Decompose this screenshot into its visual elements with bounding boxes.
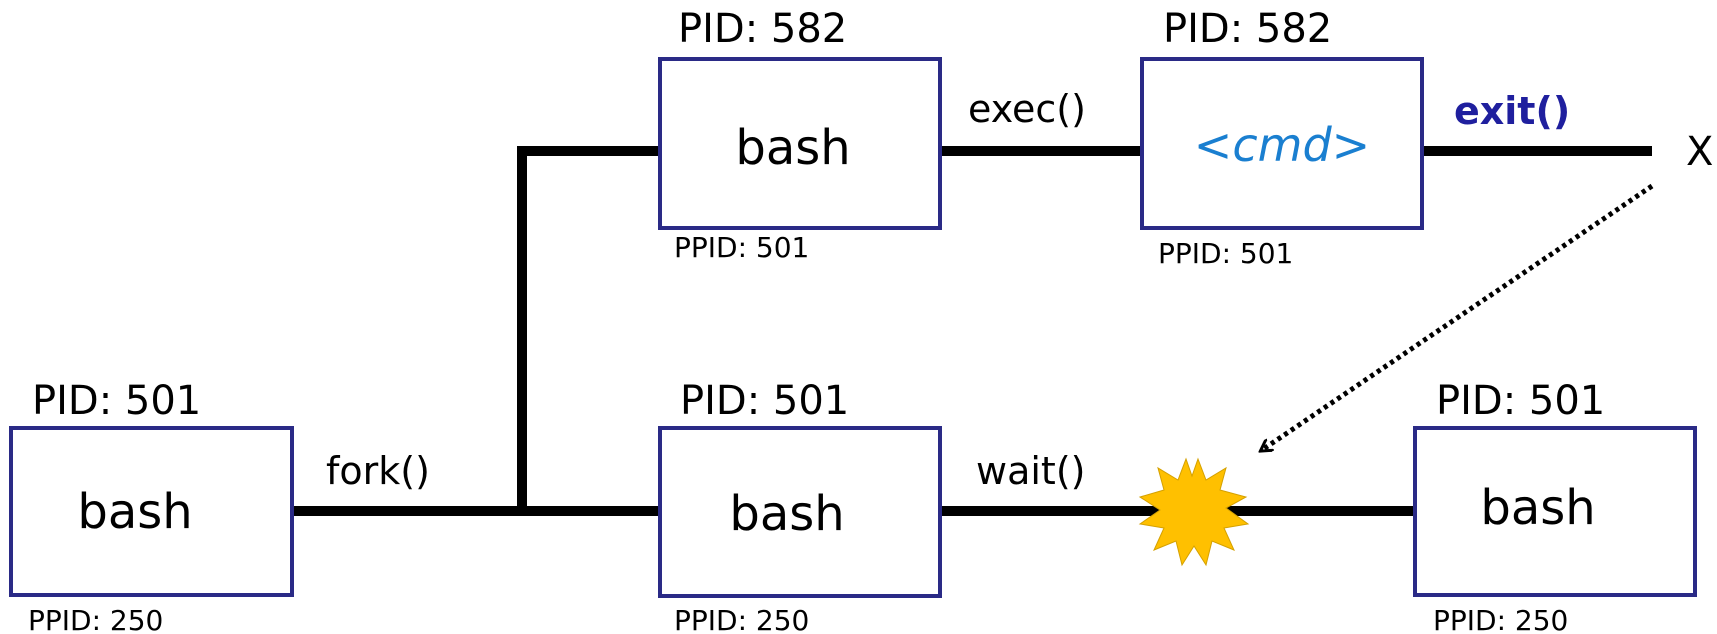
pid-label: PID: 501 <box>1436 378 1605 424</box>
fork-call-label: fork() <box>326 449 430 493</box>
process-box <box>1413 426 1697 597</box>
process-parent-resumed: PID: 501 bash PPID: 250 <box>1413 378 1697 634</box>
process-parent-wait: PID: 501 bash PPID: 250 <box>658 378 942 634</box>
ppid-label: PPID: 501 <box>1158 237 1293 270</box>
exec-call-label: exec() <box>968 87 1086 131</box>
process-box <box>658 426 942 598</box>
sigchld-arrow <box>1262 183 1654 450</box>
ppid-label: PPID: 501 <box>674 231 809 264</box>
process-name: bash <box>77 484 192 540</box>
process-box <box>658 57 942 230</box>
pid-label: PID: 501 <box>680 378 849 424</box>
wait-call-label: wait() <box>976 449 1085 493</box>
process-box <box>9 426 294 597</box>
process-parent: PID: 501 bash PPID: 250 <box>9 378 294 634</box>
fork-branch-line <box>517 146 660 511</box>
terminated-mark: X <box>1686 129 1713 175</box>
exit-call-label: exit() <box>1454 89 1570 133</box>
process-name: bash <box>729 486 844 542</box>
process-name: bash <box>1480 480 1595 536</box>
process-name: bash <box>735 120 850 176</box>
ppid-label: PPID: 250 <box>28 604 163 634</box>
command-name: <cmd> <box>1194 118 1370 172</box>
pid-label: PID: 582 <box>1163 6 1332 52</box>
process-child: PID: 582 bash PPID: 501 <box>658 6 942 264</box>
starburst-icon <box>1138 457 1250 567</box>
process-box <box>1140 57 1424 230</box>
pid-label: PID: 501 <box>32 378 201 424</box>
pid-label: PID: 582 <box>678 6 847 52</box>
process-child-exec: PID: 582 <cmd> PPID: 501 <box>1140 6 1424 270</box>
ppid-label: PPID: 250 <box>1433 604 1568 634</box>
ppid-label: PPID: 250 <box>674 604 809 634</box>
